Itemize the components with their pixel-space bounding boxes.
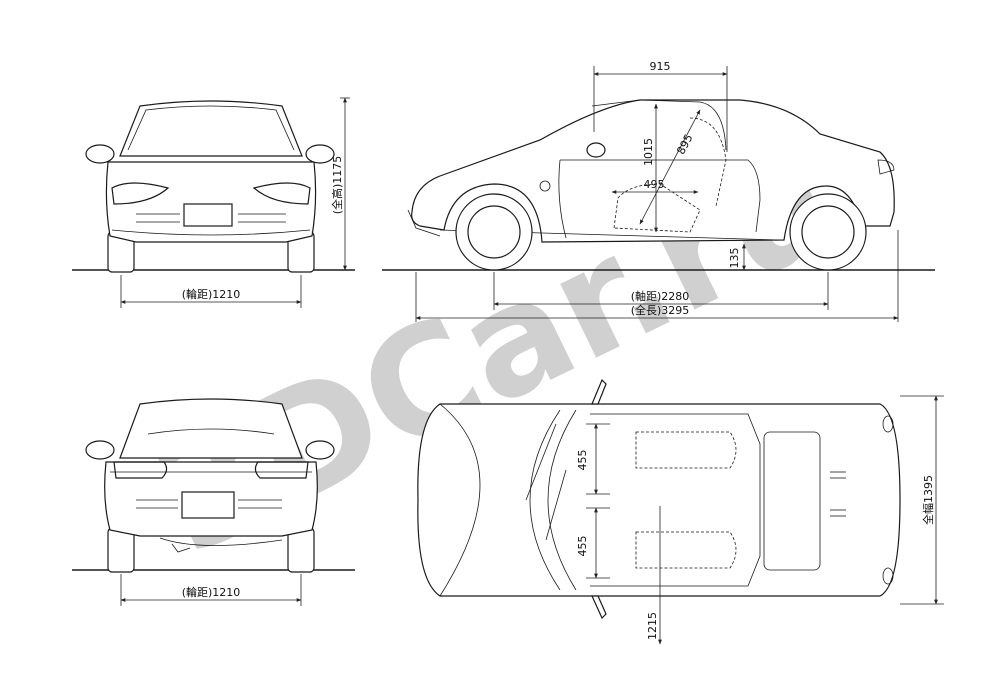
front-windshield (119, 100, 303, 157)
side-clearance-label: 135 (728, 248, 741, 269)
top-seat-width-lower-label: 455 (576, 536, 589, 557)
top-rear-panel (763, 431, 821, 571)
side-mirror (586, 142, 606, 158)
side-roof-span-label: 915 (650, 60, 671, 73)
rear-roof (119, 398, 303, 459)
front-right-mirror (305, 144, 335, 164)
rear-dimensions (120, 574, 302, 606)
front-plate (183, 203, 233, 227)
top-view (417, 378, 901, 620)
rear-right-mirror (305, 440, 335, 460)
front-dimensions (120, 97, 350, 308)
rear-track-label: (輪距)1210 (182, 585, 241, 599)
side-length-label: (全長)3295 (631, 303, 690, 317)
front-left-headlight (111, 182, 170, 205)
front-left-mirror (85, 144, 115, 164)
top-lower-mirror (591, 595, 607, 620)
top-dimensions (586, 395, 944, 645)
front-height-label: (全高)1175 (330, 156, 344, 215)
rear-left-mirror (85, 440, 115, 460)
side-dimensions (415, 66, 899, 322)
top-seat-offset-label: 1215 (646, 612, 659, 640)
rear-view (72, 398, 355, 573)
front-track-label: (輪距)1210 (182, 287, 241, 301)
front-view (72, 100, 355, 273)
rear-body (104, 461, 318, 537)
rear-right-taillight (254, 461, 309, 479)
rear-plate (181, 491, 235, 519)
top-width-label: 全幅1395 (921, 475, 935, 525)
top-seat-width-upper-label: 455 (576, 450, 589, 471)
rear-left-taillight (113, 461, 168, 479)
side-seat-depth-label: 495 (644, 178, 665, 191)
side-rear-wheel (789, 193, 867, 271)
side-seat-height-label: 1015 (642, 138, 655, 166)
side-wheelbase-label: (軸距)2280 (631, 289, 690, 303)
top-upper-mirror (591, 378, 607, 405)
top-body (417, 403, 901, 597)
side-front-wheel (455, 193, 533, 271)
front-right-headlight (252, 182, 311, 205)
